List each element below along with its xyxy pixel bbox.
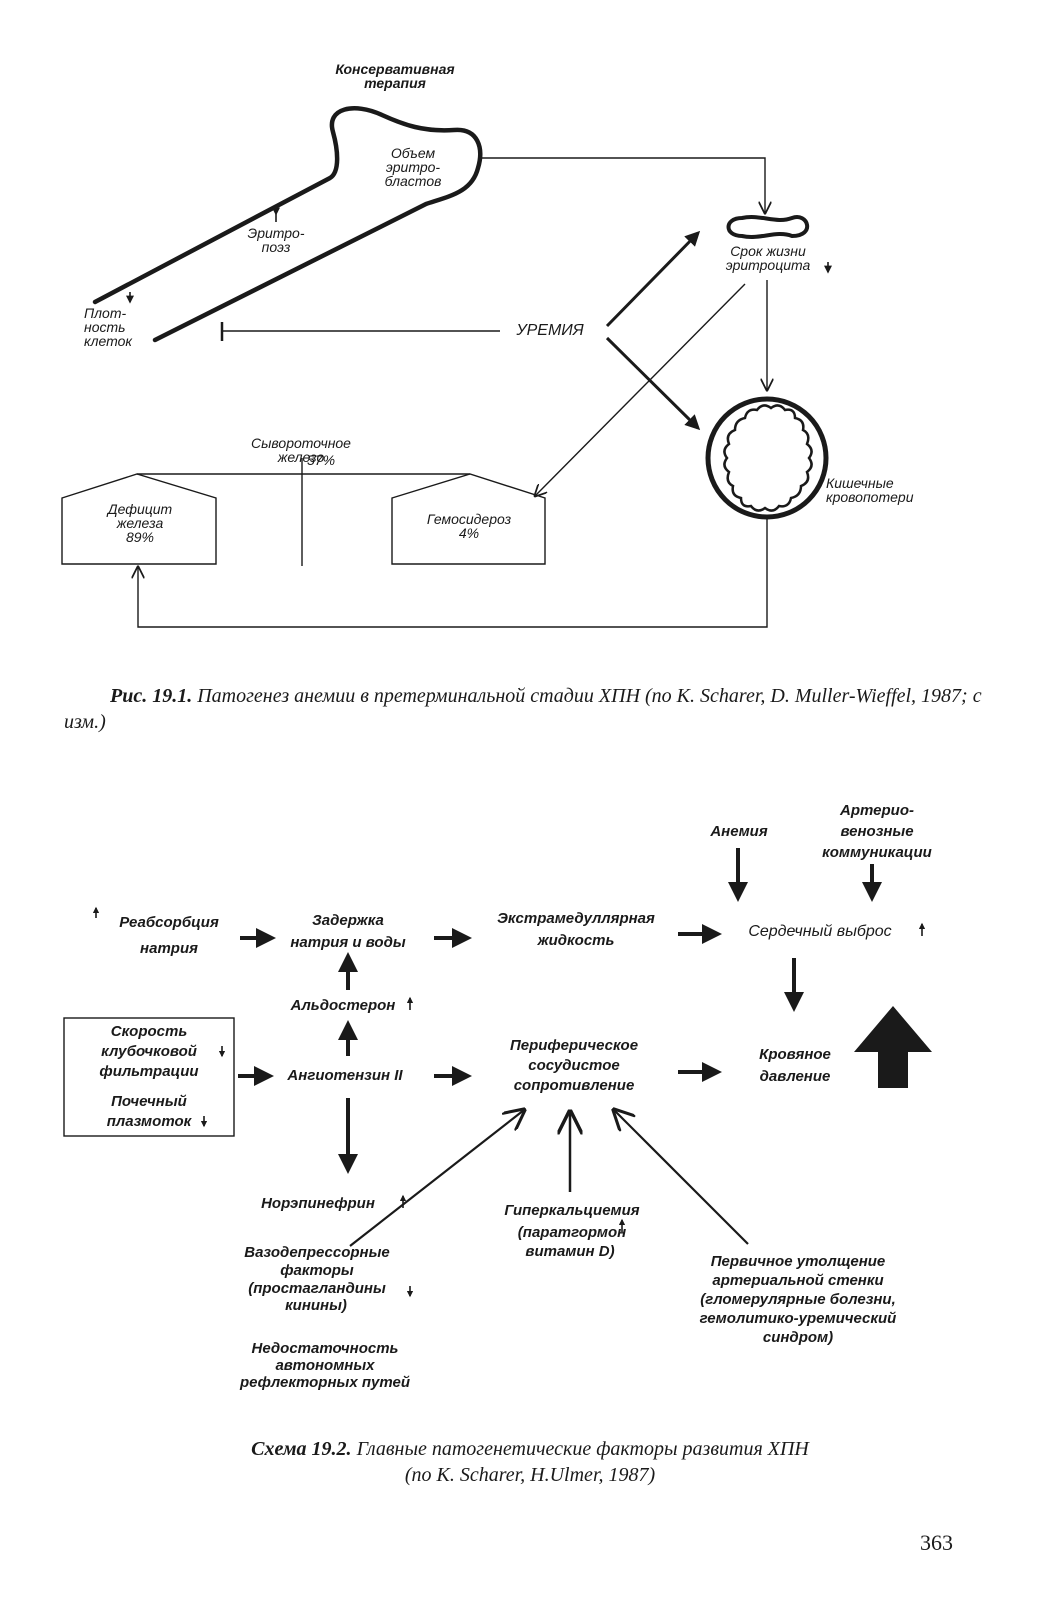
intestine-circle (705, 396, 829, 520)
label-erythropoiesis: Эритро- поэз (247, 225, 305, 255)
scheme-19-2-caption: Схема 19.2. Главные патогенетические фак… (251, 1438, 809, 1486)
lifespan-hemosid-arrow (535, 283, 746, 496)
label-anemia: Анемия (710, 823, 768, 840)
label-erythroblast-volume: Объем эритро- бластов (384, 145, 442, 189)
label-peripheral-resistance: Периферическое сосудистое сопротивление (509, 1037, 639, 1094)
label-arterial-wall-thickening: Первичное утолщение артериальной стенки … (699, 1253, 897, 1346)
intestine-villi (723, 404, 813, 512)
label-aldosterone: Альдостерон (290, 997, 396, 1014)
hemosid-box (391, 473, 546, 565)
label-sodium-reabsorption: Реабсорбция натрия (119, 914, 219, 957)
label-serum-iron-pct: 57% (307, 452, 336, 468)
label-cardiac-output: Сердечный выброс (748, 923, 892, 940)
label-conservative-therapy: Консервативная терапия (335, 61, 455, 91)
figure-19-1-caption-label: Рис. 19.1. (110, 685, 193, 707)
deficit-box (61, 473, 217, 565)
erythropoiesis-curve (92, 106, 483, 343)
label-uremia: УРЕМИЯ (516, 322, 584, 339)
figure-19-1-caption-text: Патогенез анемии в претерминальной стади… (64, 685, 982, 733)
label-gfr: Скорость клубочковой фильтрации (99, 1023, 199, 1080)
label-extramedullary-fluid: Экстрамедуллярная жидкость (497, 910, 655, 949)
label-intestinal-blood-loss: Кишечные кровопотери (826, 475, 914, 505)
arrow-vasodep-peripheral (349, 1110, 524, 1247)
label-vitamin-d: витамин D) (525, 1243, 615, 1260)
label-autonomic-insufficiency: Недостаточность автономных рефлекторных … (239, 1340, 411, 1391)
gfr-box (63, 1017, 235, 1137)
label-iron-deficit: Дефицит железа 89% (107, 501, 173, 545)
uremia-intestine-arrow (605, 336, 701, 431)
page-number: 363 (920, 1530, 953, 1555)
erythrocyte-shape (726, 215, 810, 239)
bp-increase-big-arrow (854, 1006, 932, 1088)
label-kinins: кинины) (285, 1297, 347, 1314)
label-cell-density: Плот- ность клеток (84, 305, 133, 349)
label-renal-plasma-flow: Почечный плазмоток (106, 1093, 192, 1130)
label-arteriovenous-communications: Артерио- венозные коммуникации (822, 802, 932, 861)
volume-lifespan-arrow (480, 157, 765, 213)
label-norepinephrine: Норэпинефрин (261, 1195, 375, 1212)
label-hypercalcemia: Гиперкальциемия (паратгормон (504, 1202, 640, 1241)
arrow-wall-peripheral (614, 1110, 749, 1245)
label-hemosiderosis: Гемосидероз 4% (426, 511, 512, 541)
label-blood-pressure: Кровяное давление (759, 1046, 831, 1085)
uremia-lifespan-arrow (605, 230, 701, 328)
label-vasodepressor-factors: Вазодепрессорные факторы (простагландины (244, 1244, 390, 1297)
label-angiotensin-ii: Ангиотензин II (287, 1067, 403, 1084)
intestine-deficit-arrow (138, 518, 768, 628)
label-serum-iron: Сывороточное железо (251, 435, 351, 465)
label-sodium-water-retention: Задержка натрия и воды (290, 912, 406, 951)
label-erythrocyte-lifespan: Срок жизни эритроцита (725, 243, 811, 273)
figure-19-1-caption: Рис. 19.1. Патогенез анемии в претермина… (64, 683, 984, 735)
